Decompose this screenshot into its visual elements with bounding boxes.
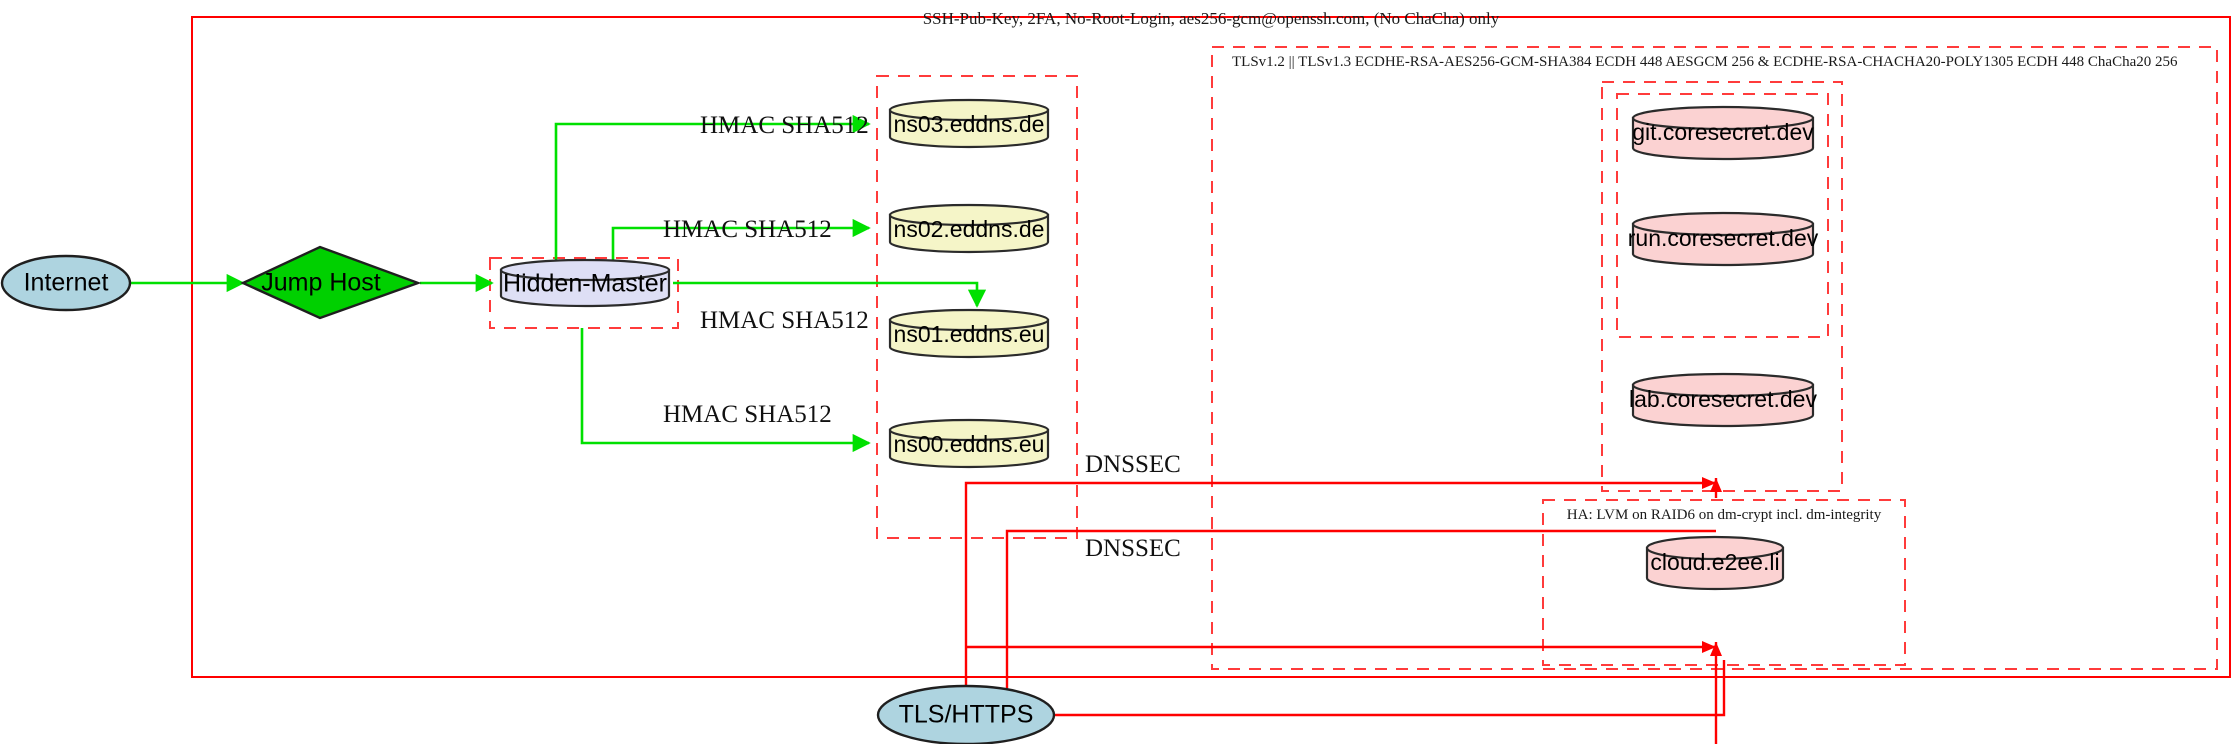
node-tls-https-label: TLS/HTTPS <box>899 701 1034 729</box>
edge-dnssec-lower <box>1005 529 1716 696</box>
node-hidden-master[interactable]: Hidden-Master <box>499 258 671 308</box>
edge-dnssec-bottom-arrowhead2 <box>1710 642 1722 656</box>
node-ns01[interactable]: ns01.eddns.eu <box>888 308 1050 359</box>
edge-label-dnssec-upper: DNSSEC <box>1085 451 1181 478</box>
node-internet-label: Internet <box>24 269 109 297</box>
node-ns02[interactable]: ns02.eddns.de <box>888 203 1050 254</box>
cluster-hidden-master <box>489 257 679 329</box>
node-jump-host-label: Jump Host <box>261 269 381 297</box>
node-ns01-label: ns01.eddns.eu <box>894 321 1045 347</box>
node-cloud-e2ee[interactable]: cloud.e2ee.li <box>1645 535 1785 591</box>
node-hidden-master-label: Hidden-Master <box>503 270 667 298</box>
node-git-coresecret[interactable]: git.coresecret.dev <box>1631 105 1814 161</box>
node-ns03[interactable]: ns03.eddns.de <box>888 98 1050 149</box>
node-lab-coresecret[interactable]: lab.coresecret.dev <box>1629 372 1817 428</box>
edge-dnssec-bottom-arrowhead <box>1702 641 1716 653</box>
edge-label-dnssec-lower: DNSSEC <box>1085 535 1181 562</box>
node-cloud-label: cloud.e2ee.li <box>1650 549 1779 575</box>
node-ns02-label: ns02.eddns.de <box>894 216 1045 242</box>
node-git-label: git.coresecret.dev <box>1632 119 1814 145</box>
edge-hiddenmaster-to-ns03 <box>554 114 871 263</box>
node-jump-host[interactable]: Jump Host <box>240 245 422 320</box>
node-lab-label: lab.coresecret.dev <box>1629 386 1817 412</box>
cluster-ssh-label: SSH-Pub-Key, 2FA, No-Root-Login, aes256-… <box>923 9 1500 28</box>
edge-label-hmac-ns02: HMAC SHA512 <box>663 216 832 243</box>
edge-label-hmac-ns00: HMAC SHA512 <box>663 401 832 428</box>
edge-label-hmac-ns01: HMAC SHA512 <box>700 307 869 334</box>
node-ns00[interactable]: ns00.eddns.eu <box>888 418 1050 469</box>
node-internet[interactable]: Internet <box>0 254 132 312</box>
edge-hiddenmaster-to-ns01 <box>673 281 987 308</box>
green-edges: HMAC SHA512 HMAC SHA512 HMAC SHA512 HMAC… <box>131 112 987 453</box>
cluster-dns-servers <box>876 75 1078 539</box>
node-tls-https[interactable]: TLS/HTTPS <box>876 684 1056 744</box>
cluster-tls: TLSv1.2 || TLSv1.3 ECDHE-RSA-AES256-GCM-… <box>1211 46 2218 670</box>
cluster-ha: HA: LVM on RAID6 on dm-crypt incl. dm-in… <box>1542 499 1906 666</box>
cluster-ssh: SSH-Pub-Key, 2FA, No-Root-Login, aes256-… <box>191 9 2231 678</box>
edge-dnssec-upper-arrowhead2 <box>1710 478 1722 492</box>
cluster-ha-label: HA: LVM on RAID6 on dm-crypt incl. dm-in… <box>1567 507 1882 523</box>
dnssec-edges: DNSSEC DNSSEC <box>964 451 1726 744</box>
node-run-label: run.coresecret.dev <box>1628 225 1819 251</box>
node-run-coresecret[interactable]: run.coresecret.dev <box>1628 211 1819 267</box>
edge-tlshttps-right <box>1053 660 1726 717</box>
node-ns00-label: ns00.eddns.eu <box>894 431 1045 457</box>
cluster-tls-label: TLSv1.2 || TLSv1.3 ECDHE-RSA-AES256-GCM-… <box>1232 54 2178 70</box>
edge-hiddenmaster-to-ns02 <box>611 218 871 263</box>
edge-label-hmac-ns03: HMAC SHA512 <box>700 112 869 139</box>
edge-dnssec-upper <box>964 481 1716 696</box>
node-ns03-label: ns03.eddns.de <box>894 111 1045 137</box>
edge-dnssec-upper-arrowhead <box>1702 477 1716 489</box>
edge-hiddenmaster-to-ns00 <box>580 328 871 453</box>
cluster-coresecret-inner <box>1616 93 1829 338</box>
cluster-coresecret-outer <box>1601 81 1843 492</box>
